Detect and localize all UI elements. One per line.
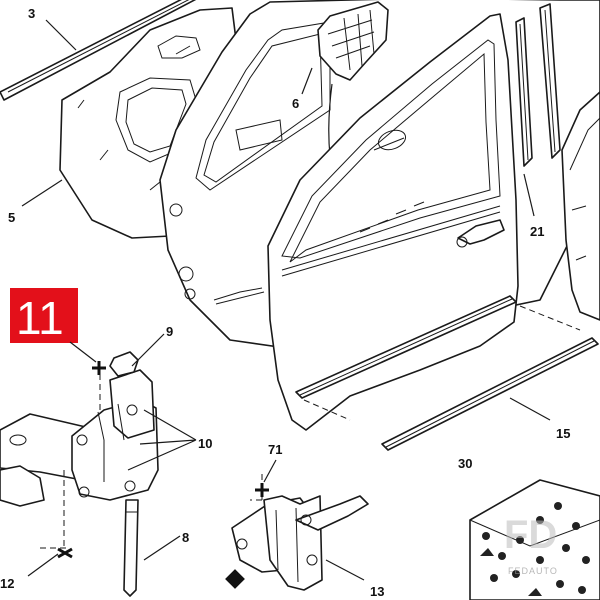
part-label-21: 21 <box>530 224 544 239</box>
fastener-square-icon <box>225 569 245 589</box>
part-label-10: 10 <box>198 436 212 451</box>
part-label-13: 13 <box>370 584 384 599</box>
door-moulding-strips <box>295 295 599 451</box>
clip-kit-box-30: FD FEDAUTO <box>469 479 600 600</box>
part-label-3: 3 <box>28 6 35 21</box>
upper-hinge-assembly-10 <box>0 351 159 597</box>
part-label-71: 71 <box>268 442 282 457</box>
lower-hinge-assembly-13 <box>225 470 369 591</box>
leader-lines <box>21 19 551 581</box>
rear-door-partial <box>561 91 600 321</box>
part-label-30: 30 <box>458 456 472 471</box>
part-label-8: 8 <box>182 530 189 545</box>
part-label-9: 9 <box>166 324 173 339</box>
part-label-12: 12 <box>0 576 14 591</box>
watermark-logo: FD <box>504 513 557 557</box>
fastener-cross-markers <box>57 361 269 559</box>
watermark-text: FEDAUTO <box>508 566 558 576</box>
window-seals-21 <box>515 3 561 167</box>
part-label-5: 5 <box>8 210 15 225</box>
part-label-15: 15 <box>556 426 570 441</box>
highlight-badge <box>10 288 78 343</box>
weatherstrip-strip-3 <box>0 0 197 101</box>
clip-icons <box>480 502 590 596</box>
highlight-label-11: 11 <box>10 288 97 363</box>
part-label-6: 6 <box>292 96 299 111</box>
highlight-badge-text: 11 <box>16 292 64 344</box>
